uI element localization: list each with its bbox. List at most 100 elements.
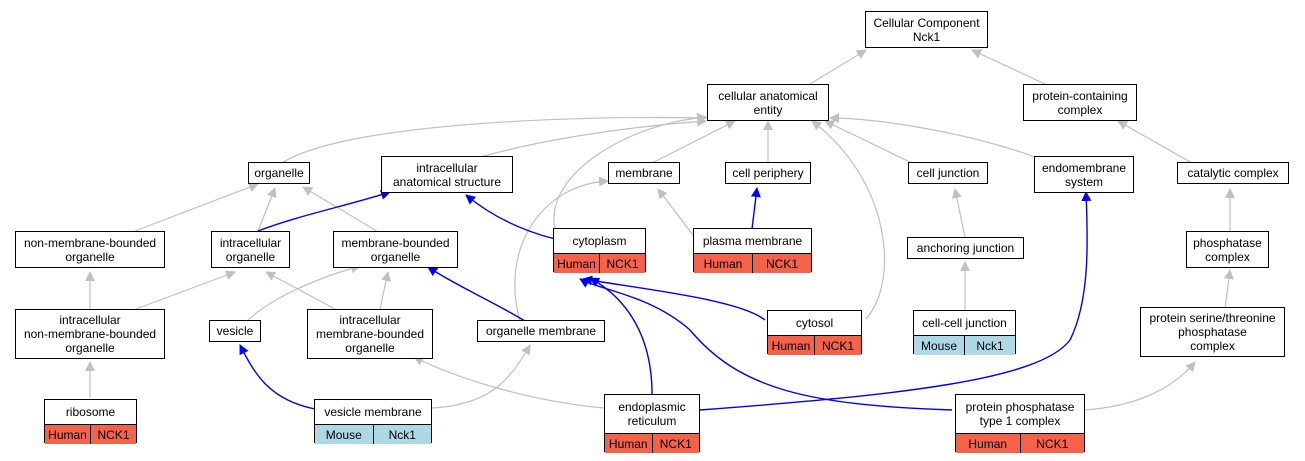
go-term-vesicle[interactable]: vesicle: [209, 320, 261, 342]
edge: [553, 112, 707, 233]
species-cell: Mouse: [315, 425, 373, 444]
node-label: non-membrane-bounded organelle: [23, 235, 157, 264]
edge: [257, 187, 277, 232]
edge: [247, 263, 361, 321]
go-term-anchoring-junction[interactable]: anchoring junction: [907, 237, 1024, 259]
edge: [1223, 269, 1234, 310]
node-label: intracellular membrane-bounded organelle: [315, 313, 425, 355]
edge-annotated: [699, 191, 1092, 411]
go-term-membrane-bounded-organelle[interactable]: membrane-bounded organelle: [333, 231, 458, 268]
go-term-vesicle-membrane[interactable]: vesicle membrane Mouse Nck1: [314, 399, 432, 444]
go-term-non-membrane-bounded-organelle[interactable]: non-membrane-bounded organelle: [15, 231, 165, 268]
node-label: catalytic complex: [1187, 166, 1279, 180]
edge: [479, 116, 707, 158]
go-term-protein-phosphatase-type-1-complex[interactable]: protein phosphatase type 1 complex Human…: [955, 394, 1085, 453]
node-label: plasma membrane: [702, 234, 803, 248]
species-cell: Human: [45, 425, 90, 444]
node-label: cellular anatomical entity: [718, 88, 818, 117]
go-term-intracellular-membrane-bounded-organelle[interactable]: intracellular membrane-bounded organelle: [307, 309, 433, 359]
node-label: organelle membrane: [485, 324, 597, 338]
go-term-phosphatase-complex[interactable]: phosphatase complex: [1186, 231, 1269, 268]
go-term-ribosome[interactable]: ribosome Human NCK1: [44, 399, 137, 444]
node-label: Cellular Component Nck1: [873, 15, 980, 44]
edge: [971, 49, 1046, 85]
species-cell: Mouse: [914, 336, 964, 355]
gene-cell: Nck1: [372, 425, 431, 444]
go-term-cell-periphery[interactable]: cell periphery: [725, 162, 811, 184]
annotation-row: Human NCK1: [554, 253, 645, 273]
node-label: protein phosphatase type 1 complex: [965, 400, 1075, 428]
gene-cell: NCK1: [599, 254, 645, 273]
go-term-intracellular-anatomical-structure[interactable]: intracellular anatomical structure: [381, 156, 513, 193]
go-term-root[interactable]: Cellular Component Nck1: [865, 11, 988, 48]
edge-annotated: [239, 344, 316, 410]
edge-annotated: [257, 190, 391, 232]
annotation-row: Human NCK1: [694, 253, 811, 273]
gene-cell: NCK1: [1019, 434, 1084, 453]
species-cell: Human: [768, 336, 814, 355]
node-label: phosphatase complex: [1193, 235, 1262, 264]
annotation-row: Mouse Nck1: [914, 335, 1015, 355]
go-term-cytosol[interactable]: cytosol Human NCK1: [767, 310, 862, 355]
go-term-membrane[interactable]: membrane: [608, 162, 680, 184]
edge: [265, 271, 336, 310]
go-term-cytoplasm[interactable]: cytoplasm Human NCK1: [553, 228, 646, 273]
go-term-catalytic-complex[interactable]: catalytic complex: [1177, 162, 1289, 184]
node-label: vesicle: [216, 324, 254, 338]
go-term-cell-junction[interactable]: cell junction: [908, 162, 988, 184]
edge: [302, 186, 381, 234]
node-label: protein serine/threonine phosphatase com…: [1149, 311, 1276, 353]
go-term-protein-containing-complex[interactable]: protein-containing complex: [1023, 84, 1137, 121]
annotation-row: Human NCK1: [45, 424, 136, 444]
edge-annotated: [582, 275, 766, 321]
annotation-row: Mouse Nck1: [315, 424, 431, 444]
gene-cell: NCK1: [651, 434, 699, 453]
edge-annotated: [750, 187, 761, 230]
node-label: membrane: [615, 166, 673, 180]
edge-annotated: [465, 194, 556, 240]
annotation-row: Human NCK1: [768, 335, 861, 355]
node-label: intracellular anatomical structure: [392, 160, 502, 189]
edge: [1084, 361, 1196, 411]
edge: [135, 270, 236, 310]
annotation-row: Human NCK1: [956, 433, 1084, 453]
node-label: membrane-bounded organelle: [341, 235, 450, 264]
node-label: vesicle membrane: [324, 405, 422, 419]
go-term-endomembrane-system[interactable]: endomembrane system: [1034, 156, 1134, 193]
edge-annotated: [589, 277, 653, 395]
go-term-intracellular-organelle[interactable]: intracellular organelle: [211, 231, 290, 268]
edge: [651, 120, 736, 164]
edge: [1117, 120, 1193, 164]
go-term-organelle-membrane[interactable]: organelle membrane: [477, 320, 605, 342]
edge-annotated: [579, 278, 953, 411]
edge: [514, 176, 609, 322]
node-label: cell-cell junction: [922, 316, 1007, 330]
edge: [413, 356, 605, 409]
edge: [951, 188, 966, 238]
node-label: ribosome: [65, 405, 116, 419]
go-term-plasma-membrane[interactable]: plasma membrane Human NCK1: [693, 228, 812, 273]
go-term-organelle[interactable]: organelle: [248, 162, 310, 184]
annotation-row: Human NCK1: [605, 433, 699, 453]
go-term-protein-serine-threonine-phosphatase-complex[interactable]: protein serine/threonine phosphatase com…: [1140, 307, 1285, 357]
node-label: cytosol: [795, 316, 834, 330]
species-cell: Human: [605, 434, 652, 453]
edge: [281, 112, 707, 164]
go-term-cellular-anatomical-entity[interactable]: cellular anatomical entity: [707, 84, 829, 121]
gene-cell: NCK1: [814, 336, 861, 355]
node-label: intracellular organelle: [219, 235, 282, 264]
edge: [431, 344, 531, 409]
species-cell: Human: [554, 254, 599, 273]
edge: [824, 120, 913, 164]
gene-cell: NCK1: [90, 425, 136, 444]
gene-cell: NCK1: [752, 254, 811, 273]
edge: [657, 188, 694, 236]
go-term-endoplasmic-reticulum[interactable]: endoplasmic reticulum Human NCK1: [604, 394, 700, 453]
edge: [811, 120, 886, 320]
go-term-cell-cell-junction[interactable]: cell-cell junction Mouse Nck1: [913, 310, 1016, 355]
edge: [134, 182, 259, 232]
edge: [379, 271, 391, 310]
node-label: anchoring junction: [916, 241, 1015, 255]
go-term-intracellular-non-membrane-bounded-organelle[interactable]: intracellular non-membrane-bounded organ…: [15, 309, 165, 359]
